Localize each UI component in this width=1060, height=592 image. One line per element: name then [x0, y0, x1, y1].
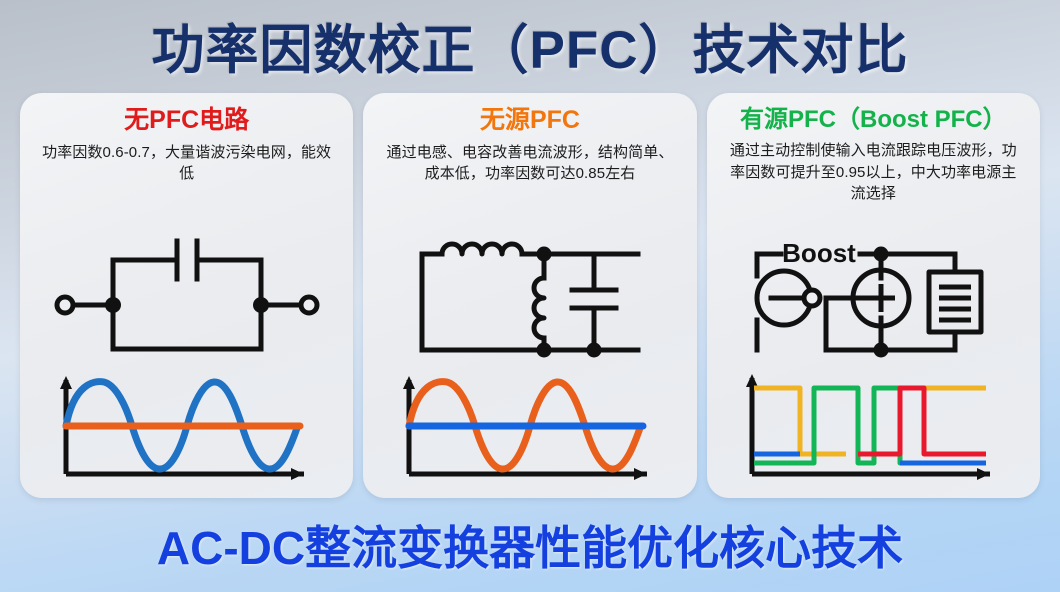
y-axis-arrow — [746, 374, 759, 387]
panel-desc-passive-pfc: 通过电感、电容改善电流波形，结构简单、成本低，功率因数可达0.85左右 — [386, 143, 674, 182]
node-dot-bottom — [873, 342, 889, 358]
node-dot-bottom — [536, 342, 552, 358]
panel-title-no-pfc: 无PFC电路 — [124, 106, 250, 134]
circuit-diagram-passive-pfc — [373, 232, 686, 362]
header-bar: 功率因数校正（PFC）技术对比 — [0, 0, 1060, 92]
footer-bar: AC-DC整流变换器性能优化核心技术 — [0, 498, 1060, 592]
comparison-panel-row: 无PFC电路 功率因数0.6-0.7，大量谐波污染电网，能效低 — [0, 93, 1060, 498]
panel-no-pfc[interactable]: 无PFC电路 功率因数0.6-0.7，大量谐波污染电网，能效低 — [20, 93, 354, 498]
node-dot-cap-bottom — [586, 342, 602, 358]
boost-pfc-circuit-svg: Boost — [754, 238, 984, 358]
series-inductor — [439, 241, 525, 257]
x-axis-arrow — [290, 468, 304, 480]
terminal-left-icon — [54, 294, 76, 316]
panel-desc-no-pfc: 功率因数0.6-0.7，大量谐波污染电网，能效低 — [42, 143, 332, 182]
panel-desc-active-pfc: 通过主动控制使输入电流跟踪电压波形，功率因数可提升至0.95以上，中大功率电源主… — [729, 142, 1017, 202]
footer-caption: AC-DC整流变换器性能优化核心技术 — [156, 522, 904, 574]
panel-title-active-pfc: 有源PFC（Boost PFC） — [739, 106, 1007, 133]
panel-passive-pfc[interactable]: 无源PFC 通过电感、电容改善电流波形，结构简单、成本低，功率因数可达0.85左… — [363, 93, 697, 498]
lc-filter-circuit-svg — [419, 241, 641, 358]
plus-sign — [867, 284, 896, 312]
circuit-diagram-no-pfc — [30, 237, 343, 362]
capacitor-only-circuit-svg — [54, 238, 320, 352]
node-dot-top — [536, 246, 552, 262]
waveform-pulse-svg — [746, 374, 991, 480]
node-dot-left — [104, 297, 121, 313]
panel-active-pfc[interactable]: 有源PFC（Boost PFC） 通过主动控制使输入电流跟踪电压波形，功率因数可… — [706, 93, 1040, 498]
pulse-red-train — [858, 385, 987, 457]
terminal-right-icon — [298, 294, 320, 316]
load-block-outline — [926, 269, 984, 335]
shunt-inductor — [531, 275, 547, 341]
node-dot-top — [873, 246, 889, 262]
waveform-sine-orange-svg — [402, 376, 647, 480]
waveform-sine-blue-svg — [59, 376, 304, 480]
boost-label: Boost — [782, 238, 856, 268]
x-axis-arrow — [977, 468, 991, 480]
waveform-no-pfc — [30, 366, 343, 484]
waveform-active-pfc — [717, 366, 1030, 484]
y-axis-arrow — [59, 376, 72, 389]
pulse-yellow-left — [754, 385, 847, 457]
circuit-diagram-active-pfc: Boost — [717, 232, 1030, 362]
panel-title-passive-pfc: 无源PFC — [479, 106, 580, 134]
node-dot-right — [252, 297, 269, 313]
y-axis-arrow — [402, 376, 415, 389]
small-node-icon — [801, 287, 823, 309]
waveform-passive-pfc — [373, 366, 686, 484]
plus-node-icon — [850, 267, 912, 329]
page-title: 功率因数校正（PFC）技术对比 — [151, 21, 909, 80]
x-axis-arrow — [633, 468, 647, 480]
